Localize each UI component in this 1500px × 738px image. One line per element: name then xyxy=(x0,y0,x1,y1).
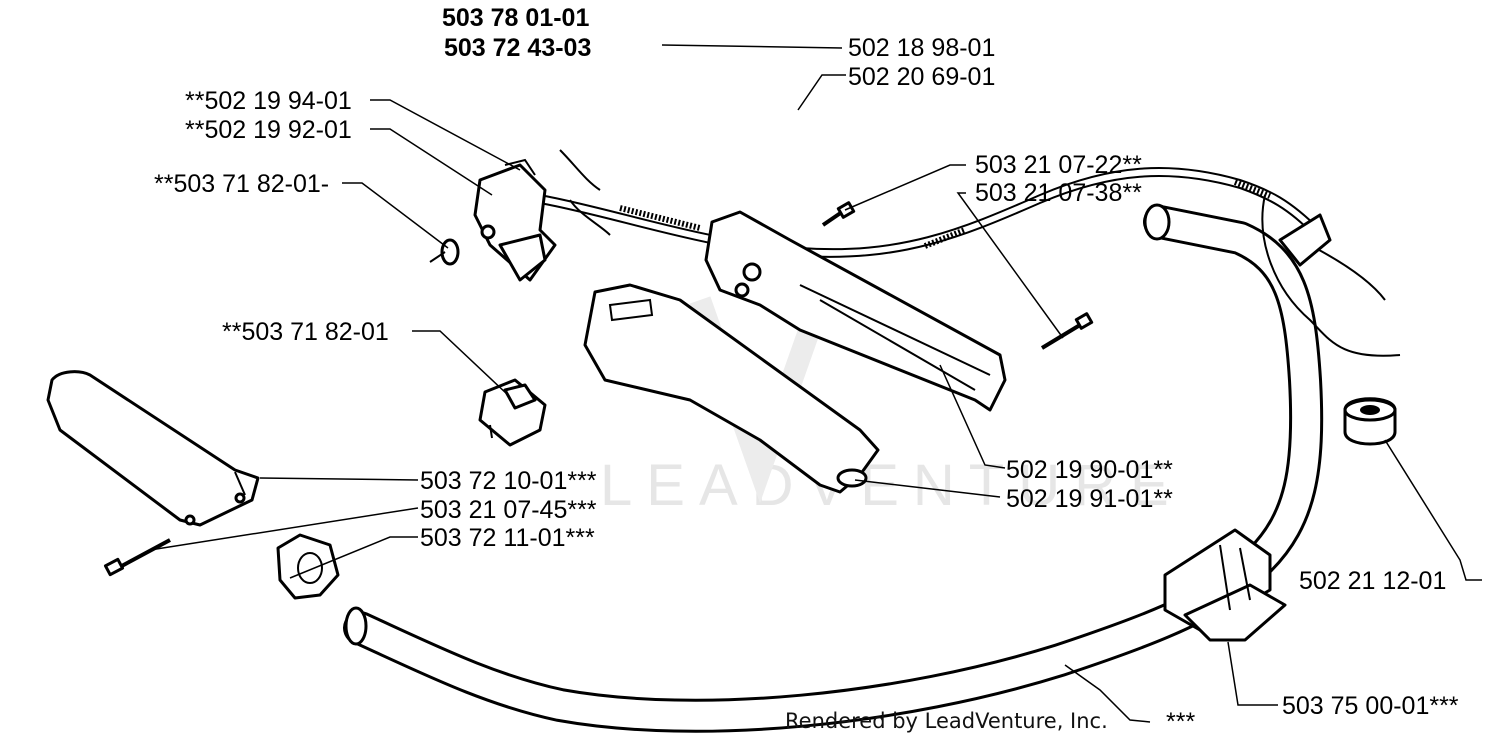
label-throttle-trigger: **502 19 94-01 xyxy=(185,87,352,115)
front-grip[interactable] xyxy=(46,370,260,527)
label-handlebar-clamp: 503 75 00-01*** xyxy=(1282,692,1459,720)
grip-clamp[interactable] xyxy=(276,533,340,600)
label-grommet: 502 21 12-01 xyxy=(1299,567,1446,595)
footer-credit: Rendered by LeadVenture, Inc. xyxy=(785,709,1108,733)
watermark-text: LEADVENTURE xyxy=(600,453,1183,518)
label-throttle-lock: **502 19 92-01 xyxy=(185,116,352,144)
label-throttle-cable-2: 502 20 69-01 xyxy=(848,63,995,91)
label-front-grip: 503 72 10-01*** xyxy=(420,467,597,495)
label-throttle-cable-1: 502 18 98-01 xyxy=(848,34,995,62)
throttle-cable[interactable] xyxy=(539,149,1401,357)
label-stop-switch: **503 71 82-01 xyxy=(222,318,389,346)
label-trigger-spring: **503 71 82-01- xyxy=(154,170,329,198)
grip-screw[interactable] xyxy=(103,538,171,577)
leader-lines xyxy=(149,44,1482,723)
label-handle-half-left: 502 19 91-01** xyxy=(1006,485,1173,513)
label-screw-long: 503 21 07-38** xyxy=(975,179,1142,207)
grommet[interactable] xyxy=(1343,397,1397,446)
label-handlebar: *** xyxy=(1166,708,1195,736)
handlebar-clamp[interactable] xyxy=(1163,528,1287,642)
handle-half-left[interactable] xyxy=(583,283,880,494)
label-grip-clamp: 503 72 11-01*** xyxy=(420,524,595,552)
label-handle-half-right: 502 19 90-01** xyxy=(1006,456,1173,484)
label-screw-top: 503 21 07-22** xyxy=(975,151,1142,179)
label-grip-screw: 503 21 07-45*** xyxy=(420,496,597,524)
screw-top[interactable] xyxy=(821,201,856,227)
stop-switch[interactable] xyxy=(478,378,547,447)
throttle-trigger-assembly[interactable] xyxy=(473,158,557,282)
handle-half-right[interactable] xyxy=(704,210,1007,412)
header-part-number-1: 503 78 01-01 xyxy=(442,4,589,32)
header-part-number-2: 503 72 43-03 xyxy=(444,34,591,62)
trigger-spring[interactable] xyxy=(429,238,460,266)
handlebar-tube[interactable] xyxy=(343,203,1324,733)
